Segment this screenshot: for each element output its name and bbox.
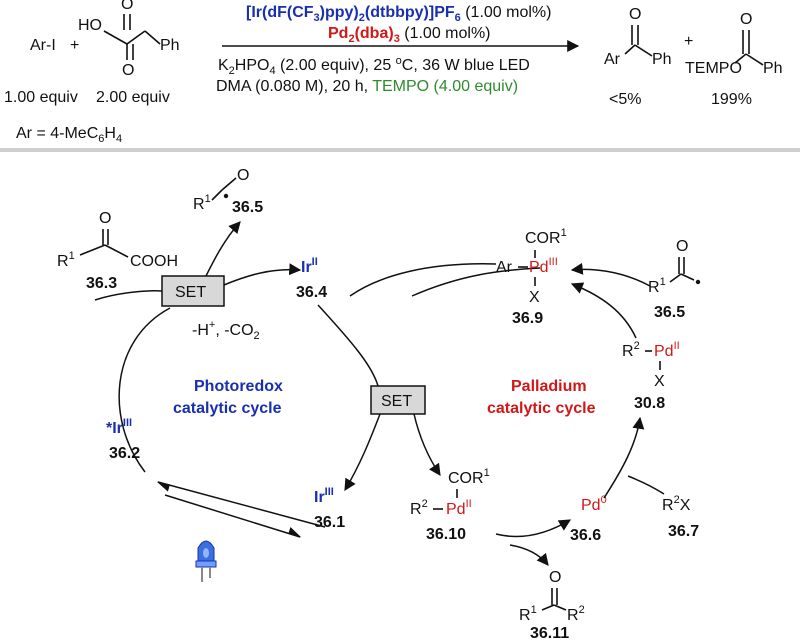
yield-ketone: <5% xyxy=(609,91,641,108)
label-36-11: 36.11 xyxy=(530,625,569,640)
acyl-radical-right: O R1 36.5 xyxy=(648,238,701,321)
top-reaction: Ar-I + HO O O Ph 1.00 equiv 2.00 equiv A… xyxy=(4,0,783,145)
svg-text:SET: SET xyxy=(381,393,412,410)
label-30-8: 30.8 xyxy=(634,395,665,412)
acyl-right-o: O xyxy=(676,238,688,255)
plus-sign: + xyxy=(70,37,79,54)
label-36-1: 36.1 xyxy=(314,514,345,531)
set-box-1: SET xyxy=(161,275,225,307)
palladium-catalyst: Pd2(dba)3 (1.00 mol%) xyxy=(328,25,491,45)
svg-text:R1: R1 xyxy=(193,193,211,213)
ir-ii: IrII xyxy=(301,256,318,276)
svg-text:PdII: PdII xyxy=(654,340,680,360)
iridium-catalyst: [Ir(dF(CF3)ppy)2(dtbbpy)]PF6 (1.00 mol%) xyxy=(246,4,551,24)
svg-text:R1: R1 xyxy=(648,276,666,296)
pd-ii-bottom-complex: COR1 R2 PdII 36.10 xyxy=(410,467,490,543)
prod2-o: O xyxy=(740,11,752,28)
palladium-cycle-label-2: catalytic cycle xyxy=(487,400,596,417)
aryl-halide-r2x: R2X xyxy=(662,494,691,514)
svg-text:R1: R1 xyxy=(519,604,537,624)
prod1-ar: Ar xyxy=(604,51,621,68)
pd-zero: Pd0 xyxy=(581,494,607,514)
tempo-ester-product: TEMPO Ph O xyxy=(685,11,783,77)
palladium-cycle-label-1: Palladium xyxy=(511,378,587,395)
label-36-2: 36.2 xyxy=(109,445,140,462)
prod2-ph: Ph xyxy=(763,60,783,77)
conditions-line-2: DMA (0.080 M), 20 h, TEMPO (4.00 equiv) xyxy=(216,78,518,95)
pd-iii-complex: COR1 Ar PdIII X 36.9 xyxy=(496,227,567,327)
svg-text:COR1: COR1 xyxy=(448,467,490,487)
pdiii-x: X xyxy=(529,289,540,306)
pdiii-ar: Ar xyxy=(496,259,513,276)
conditions-line-1: K2HPO4 (2.00 equiv), 25 oC, 36 W blue LE… xyxy=(218,55,530,77)
acyl-radical-top: R1 O 36.5 xyxy=(193,167,263,216)
tempo-reagent: TEMPO (4.00 equiv) xyxy=(372,78,518,95)
ir-iii-excited: *IrIII xyxy=(106,417,132,437)
pd-ii-right-complex: R2 PdII X 30.8 xyxy=(622,340,680,412)
svg-text:SET: SET xyxy=(175,284,206,301)
acyl-top-o: O xyxy=(237,167,249,184)
loss-proton-co2: -H+, -CO2 xyxy=(192,319,260,342)
aryl-iodide: Ar-I xyxy=(30,37,56,54)
mechanism: R1 O 36.5 O R1 COOH 36.3 SET xyxy=(57,167,701,640)
label-36-6: 36.6 xyxy=(570,527,601,544)
ketone-o: O xyxy=(549,569,561,586)
svg-text:PdII: PdII xyxy=(446,498,472,518)
alpha-keto-acid: O R1 COOH 36.3 xyxy=(57,210,178,292)
photoredox-cycle-label-2: catalytic cycle xyxy=(173,400,282,417)
acid-o: O xyxy=(99,210,111,227)
label-36-4: 36.4 xyxy=(296,284,327,301)
label-36-7: 36.7 xyxy=(668,523,699,540)
pdii-right-x: X xyxy=(654,373,665,390)
label-36-5-right: 36.5 xyxy=(654,304,685,321)
prod1-ph: Ph xyxy=(652,51,672,68)
ar-definition: Ar = 4-MeC6H4 xyxy=(16,125,122,145)
plus-sign-products: + xyxy=(684,33,693,50)
svg-text:PdIII: PdIII xyxy=(529,256,558,276)
acid-ph-label: Ph xyxy=(160,37,180,54)
yield-ester: 199% xyxy=(711,91,752,108)
label-36-3: 36.3 xyxy=(86,275,117,292)
photoredox-cycle-label-1: Photoredox xyxy=(194,378,283,395)
acid-o-bottom-label: O xyxy=(122,62,134,79)
acid-ho-label: HO xyxy=(78,17,102,34)
equiv-aryl-iodide: 1.00 equiv xyxy=(4,89,78,106)
svg-text:R1: R1 xyxy=(57,250,75,270)
aryl-ketone-product: Ar Ph O xyxy=(604,6,672,68)
svg-text:R2: R2 xyxy=(410,498,428,518)
label-36-10: 36.10 xyxy=(426,526,466,543)
svg-text:R2: R2 xyxy=(567,604,585,624)
svg-text:R2: R2 xyxy=(622,340,640,360)
svg-text:COR1: COR1 xyxy=(525,227,567,247)
acid-o-top-label: O xyxy=(121,0,133,13)
label-36-9: 36.9 xyxy=(512,310,543,327)
phenylglyoxylic-acid-structure: HO O O Ph xyxy=(78,0,180,79)
prod2-tempo: TEMPO xyxy=(685,60,742,77)
ketone-product: O R1 R2 36.11 xyxy=(519,569,585,640)
acid-cooh: COOH xyxy=(130,253,178,270)
equiv-acid: 2.00 equiv xyxy=(96,89,170,106)
blue-led-icon xyxy=(195,540,217,582)
ir-iii-ground: IrIII xyxy=(314,486,334,506)
set-box-2: SET xyxy=(370,385,426,415)
label-36-5-top: 36.5 xyxy=(232,199,263,216)
prod1-o: O xyxy=(629,6,641,23)
